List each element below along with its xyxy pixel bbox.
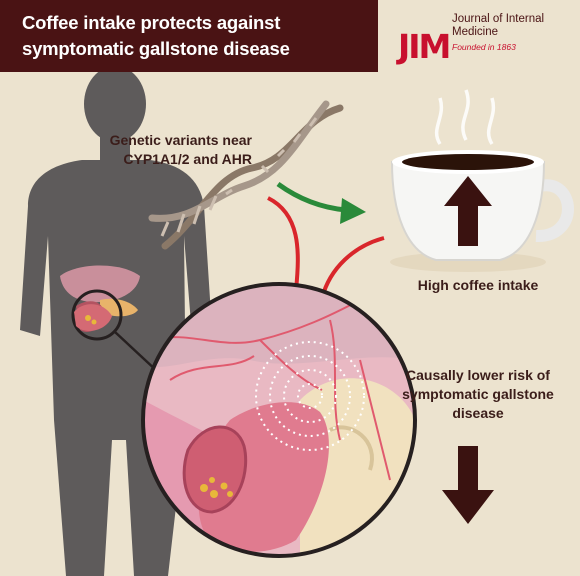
liver-inset [60,265,159,373]
genetic-variants-label: Genetic variants near CYP1A1/2 and AHR [109,132,252,167]
journal-founded: Founded in 1863 [452,42,516,52]
coffee-intake-label: High coffee intake [417,277,539,293]
lower-risk-label: Causally lower risk of symptomatic galls… [402,367,554,421]
up-arrow-icon [444,176,492,246]
title-banner [0,0,378,72]
gallbladder-magnifier-icon [141,282,417,558]
coffee-cup-icon [390,89,574,272]
target-rings [255,341,365,451]
down-arrow-icon [442,446,494,524]
dna-helix-icon [148,100,344,250]
page-title: Coffee intake protects against symptomat… [22,12,290,59]
journal-name: Journal of Internal Medicine [452,13,545,38]
journal-logo-mark: JIM [398,27,451,66]
activation-arrow [276,181,366,224]
